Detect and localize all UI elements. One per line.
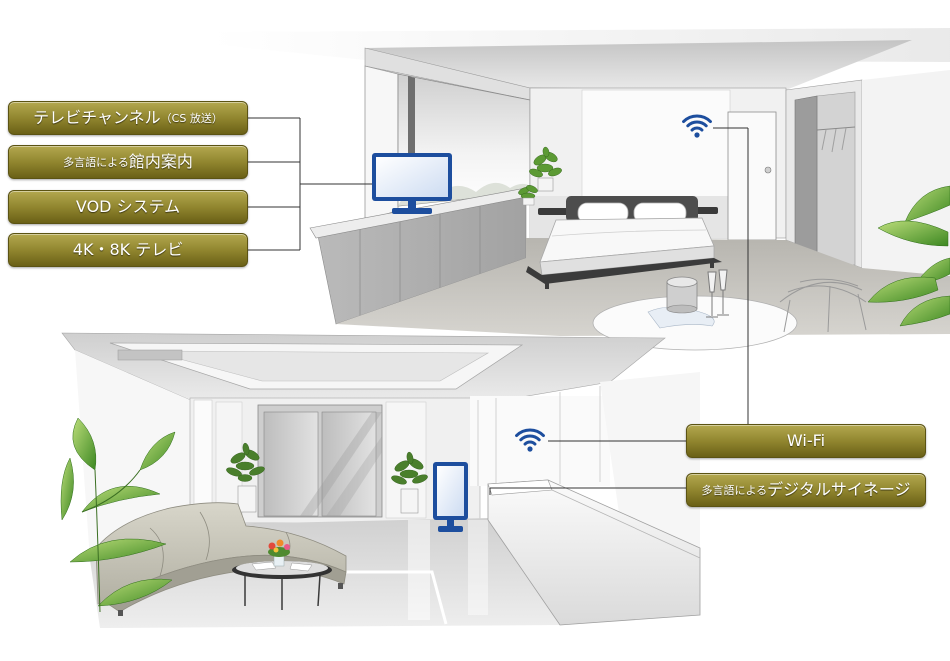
wifi-icon (682, 114, 712, 138)
wire-chair (779, 278, 867, 333)
bedroom-illustration (210, 28, 950, 351)
lobby-left-wall (75, 350, 190, 560)
champagne-glasses (706, 269, 729, 318)
lobby-large-plant (60, 417, 176, 613)
lobby-illustration (60, 332, 701, 628)
coffee-table (232, 561, 332, 610)
wifi-icon (515, 428, 545, 452)
floor-reflection (468, 520, 488, 615)
ceiling-light (117, 349, 183, 361)
label-tv-channel-sub: （CS 放送） (160, 111, 223, 125)
label-vod-main: VOD システム (75, 197, 181, 216)
tv-icon (372, 153, 452, 214)
bedroom-large-plant (867, 185, 950, 327)
lobby-plant-right (391, 451, 428, 514)
bedroom-plant (529, 146, 562, 192)
label-digital-signage: 多言語によるデジタルサイネージ (686, 473, 926, 507)
label-4k8k-tv: 4K・8K テレビ (8, 233, 248, 267)
closet (785, 70, 950, 276)
label-guide-main: 館内案内 (128, 152, 193, 171)
label-tv-channel: テレビチャンネル（CS 放送） (8, 101, 248, 135)
ceiling-coffer-inner (149, 350, 490, 382)
floor-line (320, 570, 448, 625)
bedroom-ceiling (365, 40, 912, 90)
floor-reflection (408, 520, 430, 620)
label-signage-main: デジタルサイネージ (767, 480, 911, 499)
round-table (592, 295, 798, 351)
label-wifi: Wi-Fi (686, 424, 926, 458)
room-door (727, 111, 777, 241)
bedroom-floor (336, 238, 950, 336)
label-guide-sub: 多言語による (63, 155, 129, 169)
label-4k8k-main: 4K・8K テレビ (72, 240, 184, 259)
bed (526, 196, 722, 289)
elevator (257, 404, 383, 518)
ice-bucket (666, 276, 698, 314)
flower-vase (268, 539, 290, 567)
connector-lines (248, 117, 749, 495)
lobby-plant-left (226, 442, 265, 513)
label-multilingual-guide: 多言語による館内案内 (8, 145, 248, 179)
label-wifi-main: Wi-Fi (786, 431, 826, 450)
bedroom-small-plant (518, 185, 538, 206)
label-signage-sub: 多言語による (701, 483, 768, 497)
label-tv-channel-main: テレビチャンネル (33, 108, 161, 127)
label-vod-system: VOD システム (8, 190, 248, 224)
signage-icon (433, 462, 468, 532)
